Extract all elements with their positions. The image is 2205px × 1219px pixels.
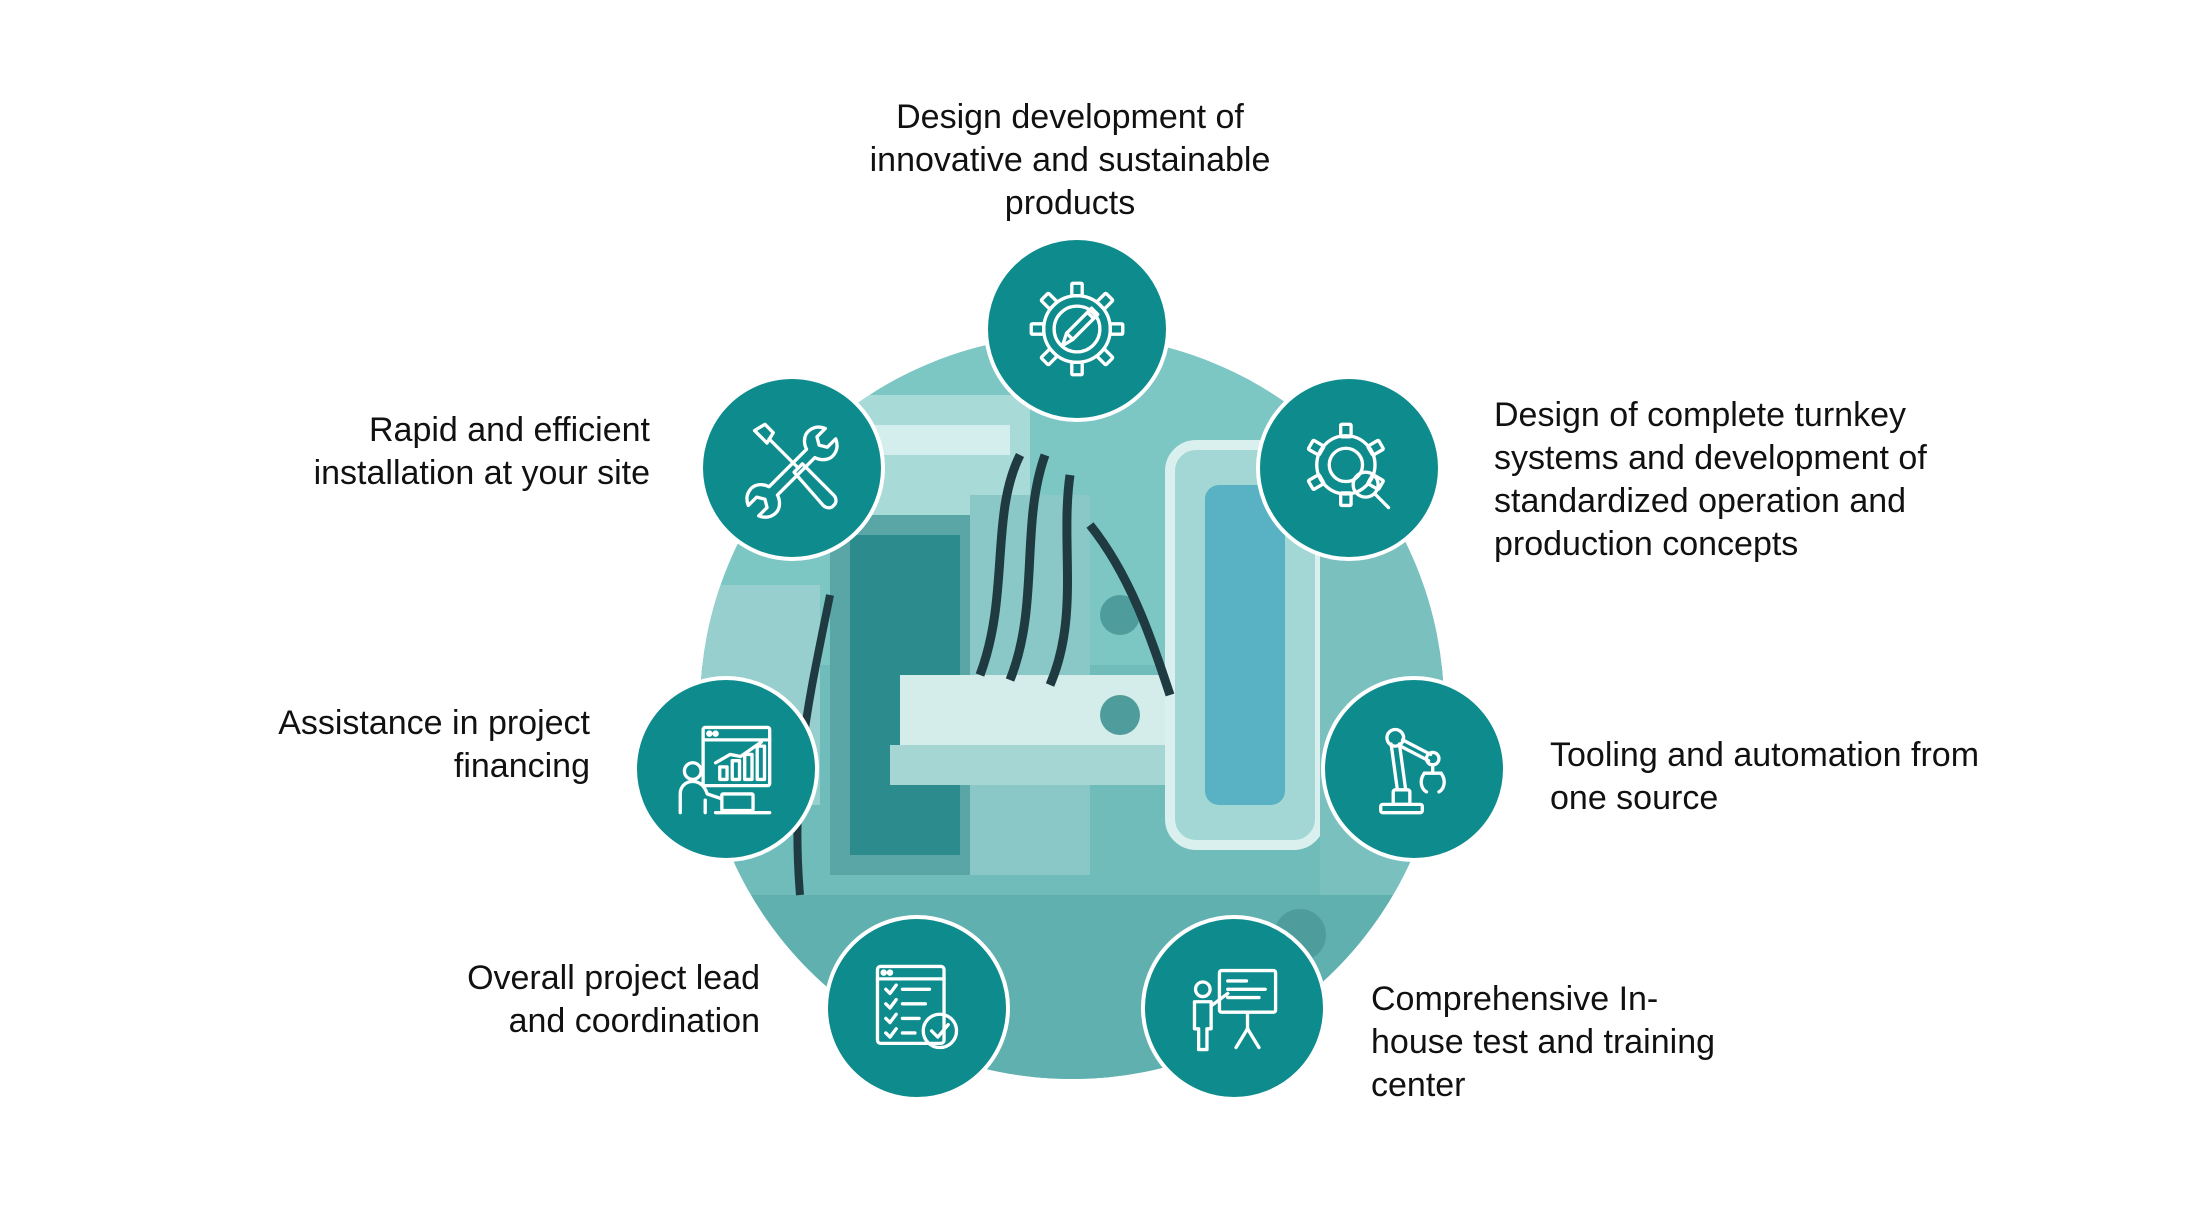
analytics-person-icon — [678, 725, 772, 815]
checklist-icon — [875, 964, 959, 1050]
tooling-node — [1321, 676, 1507, 862]
turnkey-node — [1256, 375, 1442, 561]
testing-label: Comprehensive In-house test and training… — [1371, 980, 1716, 1104]
robot-arm-icon — [1379, 727, 1446, 815]
financing-node — [633, 676, 819, 862]
presentation-icon — [1192, 968, 1278, 1052]
wrench-screwdriver-icon — [745, 422, 839, 519]
installation-node — [699, 375, 885, 561]
gear-pencil-icon — [1029, 281, 1125, 377]
gear-magnifier-icon — [1306, 422, 1391, 510]
lead-node — [824, 915, 1010, 1101]
testing-node — [1141, 915, 1327, 1101]
design-node — [984, 236, 1170, 422]
